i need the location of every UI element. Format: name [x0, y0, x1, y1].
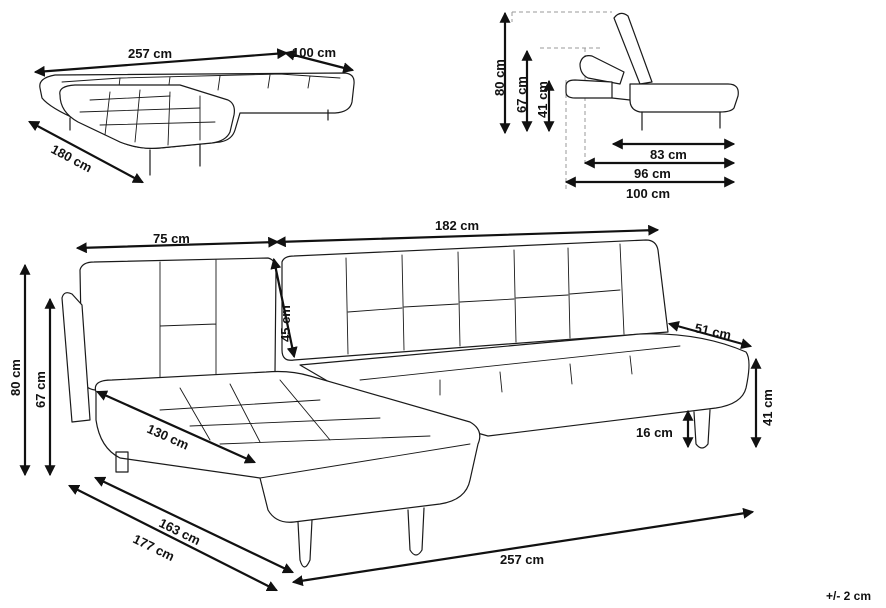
side-depth-100-label: 100 cm — [626, 186, 670, 201]
total-height-label: 80 cm — [8, 359, 23, 396]
right-seat-height-label: 41 cm — [760, 389, 775, 426]
main-sofa-drawing — [19, 224, 762, 592]
top-view-drawing — [28, 48, 355, 184]
side-depth-83-label: 83 cm — [650, 147, 687, 162]
arm-depth-label: 51 cm — [693, 320, 732, 342]
top-chaise-width-label: 100 cm — [292, 45, 336, 60]
top-depth-label: 180 cm — [49, 141, 95, 175]
tolerance-note: +/- 2 cm — [826, 589, 871, 603]
side-depth-96-label: 96 cm — [634, 166, 671, 181]
side-seat-height-label: 41 cm — [535, 81, 550, 118]
side-height-label: 80 cm — [492, 59, 507, 96]
backrest-height-label: 45 cm — [278, 305, 293, 342]
leg-height-label: 16 cm — [636, 425, 673, 440]
sofa-width-label: 182 cm — [435, 218, 479, 233]
side-back-height-label: 67 cm — [514, 76, 529, 113]
chaise-seat-width-label: 75 cm — [153, 231, 190, 246]
front-back-height-label: 67 cm — [33, 371, 48, 408]
total-width-label: 257 cm — [500, 552, 544, 567]
top-width-label: 257 cm — [128, 46, 172, 61]
side-view-drawing — [499, 11, 739, 190]
